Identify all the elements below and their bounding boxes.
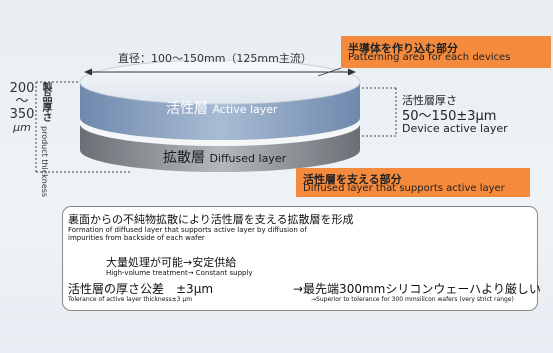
thickness-tilde: 〜 <box>15 94 29 109</box>
active-layer-label-en: Active layer <box>212 103 278 116</box>
info-box: 裏面からの不純物拡散により活性層を支える拡散層を形成 Formation of … <box>62 206 541 311</box>
patterning-callout-box <box>341 36 551 68</box>
active-layer-label: 活性層 Active layer <box>166 98 278 118</box>
active-thickness-value: 50〜150±3μm <box>402 109 497 124</box>
patterning-callout-jp: 半導体を作り込む部分 <box>348 42 458 55</box>
diffused-layer-label-jp: 拡散層 <box>163 150 205 166</box>
support-callout-box <box>296 168 530 197</box>
patterning-pointer <box>317 67 342 77</box>
info-line3-jp: 活性層の厚さ公差 ±3μm <box>68 282 214 296</box>
active-layer-label-jp: 活性層 <box>166 101 208 117</box>
patterning-callout-en: Patterning area for each devices <box>348 52 511 63</box>
info-line3-jp-b: →最先端300mmシリコンウェーハより厳しい <box>293 282 541 296</box>
product-thickness-label-en: product thickness <box>40 126 49 198</box>
diffused-layer-label-en: Diffused layer <box>209 152 287 165</box>
info-line3-en: Tolerance of active layer thickness±3 μm <box>68 296 193 303</box>
info-line1-en-b: impurities from backside of each wafer <box>68 234 205 242</box>
thickness-bottom-value: 350 <box>9 107 35 122</box>
wafer-top-surface <box>79 59 361 105</box>
diffused-layer-label: 拡散層 Diffused layer <box>163 147 286 167</box>
product-thickness-value: 200 〜 350 μm <box>4 82 40 134</box>
active-thickness-label-en: Device active layer <box>402 122 508 135</box>
support-callout-en: Diffused layer that supports active laye… <box>303 183 505 194</box>
info-line2-jp: 大量処理が可能→安定供給 <box>106 256 237 269</box>
info-line3-en-b: →Superior to tolerance for 300 mmsilicon… <box>311 296 514 303</box>
thickness-top-value: 200 <box>9 81 35 96</box>
separator-band <box>80 118 360 146</box>
thickness-unit: μm <box>13 121 31 134</box>
active-thickness-label-jp: 活性層厚さ <box>402 94 457 107</box>
diameter-arrow-right-head <box>348 68 356 76</box>
info-line1-jp: 裏面からの不純物拡散により活性層を支える拡散層を形成 <box>68 213 354 226</box>
support-callout-jp: 活性層を支える部分 <box>303 173 402 186</box>
info-line2-en: High-volume treatment→ Constant supply <box>106 269 253 277</box>
product-thickness-label-jp: 製品厚さ <box>40 82 51 122</box>
diameter-arrow-left-head <box>84 68 92 76</box>
diameter-label: 直径：100〜150mm（125mm主流） <box>118 52 312 65</box>
info-line1-en-a: Formation of diffused layer that support… <box>68 226 307 234</box>
